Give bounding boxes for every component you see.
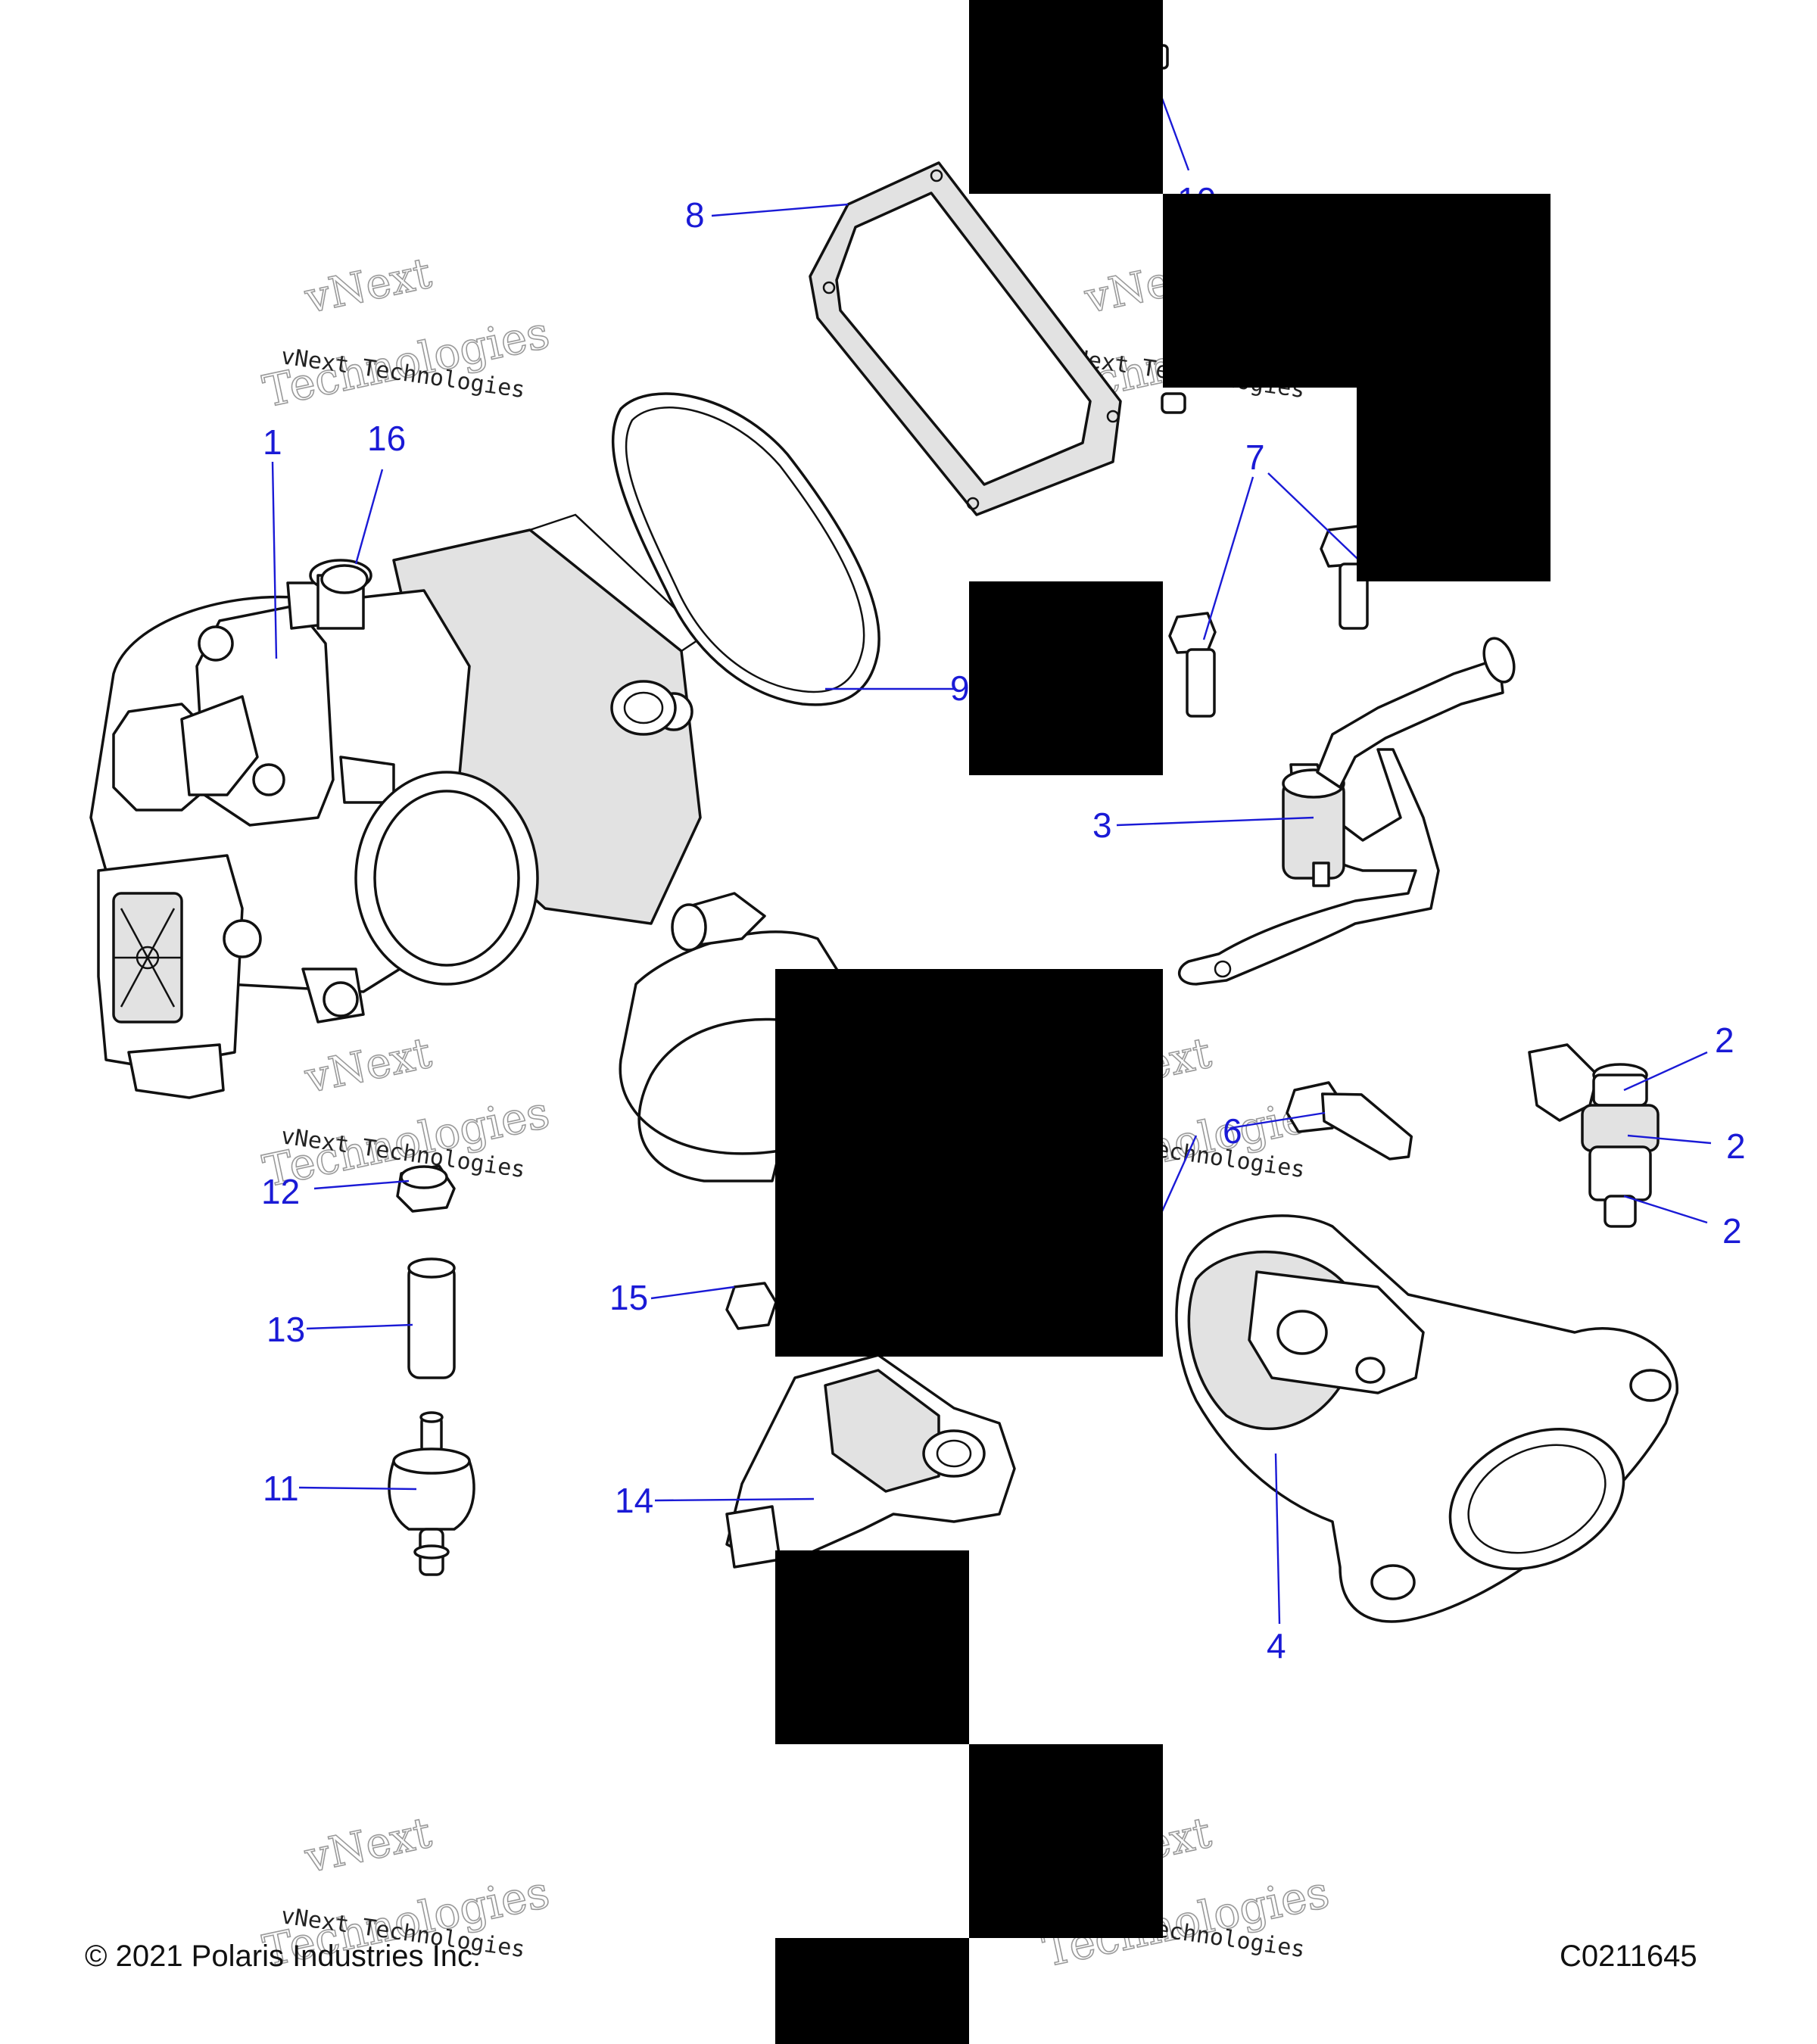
bolt-part-15	[725, 1282, 778, 1330]
callout-16: 16	[367, 419, 406, 458]
check-valve	[388, 1411, 475, 1576]
fitting-part-16	[320, 564, 369, 594]
cover-plate	[809, 161, 1122, 516]
map-sensor	[725, 1354, 1016, 1569]
callout-13: 13	[266, 1310, 305, 1349]
svg-text:vNext: vNext	[301, 1808, 436, 1883]
callout-14: 14	[615, 1481, 653, 1520]
retaining-clip	[396, 1164, 456, 1213]
callout-8: 8	[685, 195, 705, 235]
callout-4: 4	[1267, 1626, 1286, 1665]
callout-2-bottom: 2	[1722, 1211, 1742, 1251]
bolt-part-7-a	[1168, 612, 1217, 718]
callout-2-mid: 2	[1726, 1126, 1746, 1166]
callout-7: 7	[1245, 438, 1265, 477]
sleeve	[407, 1257, 456, 1379]
callout-9: 9	[950, 668, 970, 708]
bolt-part-6	[1286, 1081, 1413, 1161]
callout-3: 3	[1092, 805, 1112, 845]
copyright-notice: © 2021 Polaris Industries Inc.	[85, 1940, 482, 1973]
callout-2-top: 2	[1715, 1020, 1734, 1060]
leader-lines	[271, 98, 1712, 1625]
callout-1: 1	[263, 422, 282, 462]
callout-12: 12	[261, 1172, 300, 1211]
o-ring-seal	[611, 392, 880, 706]
redaction-blocks	[775, 0, 1551, 2044]
callout-15: 15	[609, 1278, 648, 1317]
callout-labels: 1 16 8 10 9 7 3 2 2 2 6 12 13 11 15 14 4	[261, 180, 1746, 1665]
svg-text:vNext: vNext	[301, 1028, 436, 1103]
diagram-code: C0211645	[1560, 1940, 1697, 1973]
intake-boot-adapter	[1175, 1214, 1678, 1623]
svg-text:vNext: vNext	[301, 248, 436, 323]
fuel-injector	[1528, 1043, 1660, 1228]
callout-11: 11	[263, 1469, 299, 1508]
throttle-body	[89, 513, 706, 1099]
breather-pipe-bracket	[1177, 637, 1516, 986]
callout-6: 6	[1223, 1111, 1242, 1151]
